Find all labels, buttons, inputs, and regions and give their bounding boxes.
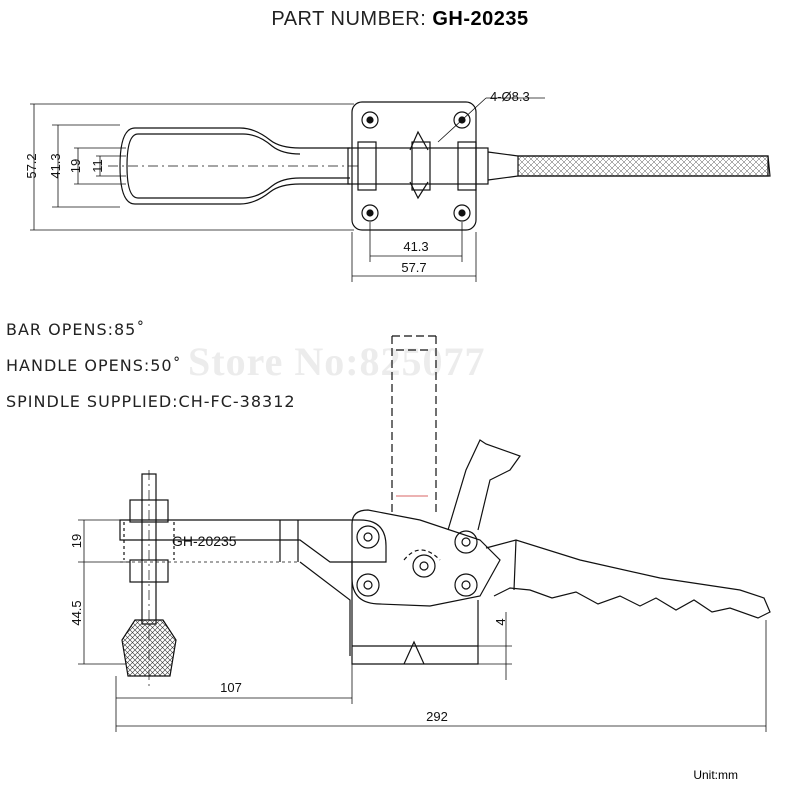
- bar-opens-spec: BAR OPENS:85˚: [6, 320, 146, 339]
- open-bar-phantom: [391, 335, 437, 515]
- top-dimensions: [30, 103, 477, 282]
- dim-107: 107: [220, 680, 242, 695]
- spindle-spec: SPINDLE SUPPLIED:CH-FC-38312: [6, 392, 296, 411]
- dim-41-3-horizontal: 41.3: [403, 239, 428, 254]
- side-dimensions: [78, 519, 767, 732]
- part-number-prefix: PART NUMBER:: [271, 8, 433, 30]
- side-view: [78, 335, 771, 732]
- store-watermark: Store No:825077: [188, 339, 486, 384]
- handle-side: [485, 539, 771, 619]
- dim-4: 4: [493, 618, 508, 625]
- clamp-bar-label: GH-20235: [172, 533, 237, 549]
- clamp-bar-side: [119, 519, 387, 563]
- part-number-title: PART NUMBER: GH-20235: [0, 8, 800, 31]
- base-plate-side: [351, 560, 479, 665]
- dim-44-5: 44.5: [69, 600, 84, 625]
- dim-41-3-vertical: 41.3: [48, 153, 63, 178]
- dim-57-7: 57.7: [401, 260, 426, 275]
- part-number-value: GH-20235: [432, 8, 529, 30]
- mounting-holes-top: [361, 111, 471, 222]
- dim-292: 292: [426, 709, 448, 724]
- open-handle-ghost: [447, 439, 521, 531]
- dim-19-side: 19: [69, 534, 84, 548]
- dim-19-vertical: 19: [68, 159, 83, 173]
- dim-57-2: 57.2: [24, 153, 39, 178]
- handle-grip-top: [517, 155, 769, 177]
- dim-11: 11: [90, 159, 105, 173]
- clamp-bar-top: [119, 127, 350, 205]
- handle-opens-spec: HANDLE OPENS:50˚: [6, 356, 182, 375]
- spindle-rubber-tip: [121, 619, 177, 677]
- top-view: [30, 97, 771, 282]
- hole-callout: 4-Ø8.3: [490, 89, 530, 104]
- unit-label: Unit:mm: [693, 768, 738, 782]
